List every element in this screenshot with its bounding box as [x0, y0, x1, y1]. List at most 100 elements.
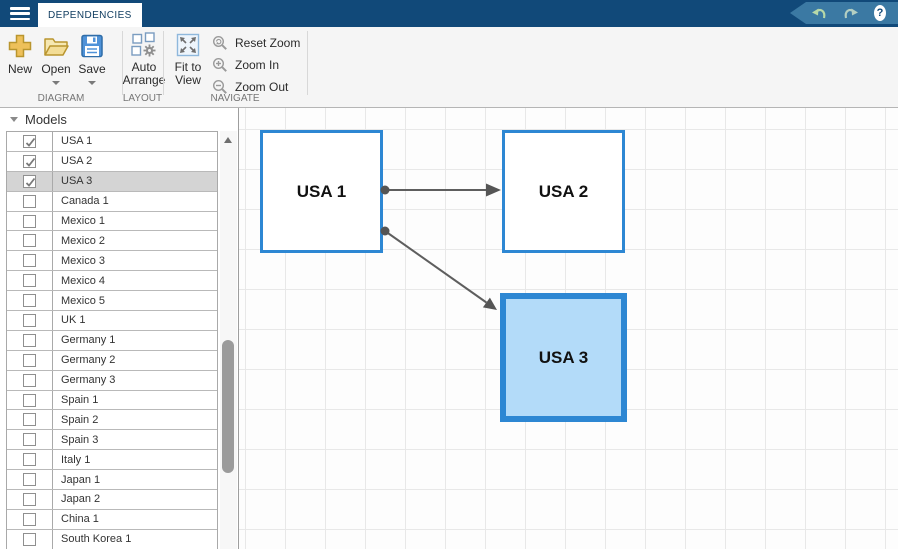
fit-to-view-icon: [176, 33, 200, 57]
model-checkbox[interactable]: [23, 194, 36, 208]
model-checkbox-cell[interactable]: [7, 191, 53, 211]
model-list-item[interactable]: Japan 1: [7, 470, 217, 491]
quick-access-toolbar: ?: [790, 2, 898, 24]
model-checkbox[interactable]: [23, 512, 36, 526]
model-checkbox-cell[interactable]: [7, 509, 53, 529]
model-checkbox[interactable]: [23, 134, 36, 148]
model-list-item[interactable]: Germany 1: [7, 330, 217, 351]
node-usa1[interactable]: USA 1: [260, 130, 383, 253]
collapse-triangle-icon[interactable]: [10, 117, 18, 122]
model-checkbox[interactable]: [23, 393, 36, 407]
model-checkbox[interactable]: [23, 353, 36, 367]
node-usa3[interactable]: USA 3: [500, 293, 627, 422]
model-list-item[interactable]: UK 1: [7, 311, 217, 331]
model-checkbox[interactable]: [23, 492, 36, 506]
open-dropdown-caret-icon[interactable]: [52, 81, 60, 85]
fit-to-view-label: Fit to View: [174, 60, 202, 87]
node-usa2[interactable]: USA 2: [502, 130, 625, 253]
model-checkbox-cell[interactable]: [7, 211, 53, 231]
model-list-item[interactable]: Mexico 1: [7, 211, 217, 232]
model-checkbox-cell[interactable]: [7, 151, 53, 171]
model-checkbox-cell[interactable]: [7, 370, 53, 390]
model-checkbox[interactable]: [23, 274, 36, 288]
model-checkbox-cell[interactable]: [7, 231, 53, 251]
model-checkbox-cell[interactable]: [7, 490, 53, 509]
model-checkbox[interactable]: [23, 413, 36, 427]
tab-dependencies[interactable]: DEPENDENCIES: [38, 3, 142, 27]
undo-icon[interactable]: [810, 5, 828, 21]
model-list-item[interactable]: China 1: [7, 509, 217, 530]
model-checkbox[interactable]: [23, 433, 36, 447]
model-checkbox-cell[interactable]: [7, 529, 53, 549]
redo-icon[interactable]: [842, 5, 860, 21]
model-list-item[interactable]: Spain 3: [7, 430, 217, 451]
model-checkbox[interactable]: [23, 313, 36, 327]
open-button-label: Open: [41, 62, 71, 76]
save-button-label: Save: [78, 62, 106, 76]
model-list-item[interactable]: Mexico 5: [7, 291, 217, 312]
model-list-item[interactable]: USA 2: [7, 151, 217, 172]
hamburger-menu-icon[interactable]: [10, 7, 32, 21]
model-list-item[interactable]: Germany 3: [7, 370, 217, 391]
model-checkbox[interactable]: [23, 174, 36, 188]
new-button[interactable]: New: [2, 32, 38, 76]
model-checkbox-cell[interactable]: [7, 390, 53, 410]
model-checkbox-cell[interactable]: [7, 311, 53, 330]
help-button[interactable]: ?: [874, 5, 886, 21]
models-panel-title: Models: [25, 112, 67, 127]
model-checkbox[interactable]: [23, 333, 36, 347]
model-list-item[interactable]: Canada 1: [7, 191, 217, 212]
model-list-item[interactable]: Mexico 4: [7, 271, 217, 292]
diagram-canvas[interactable]: USA 1 USA 2 USA 3: [239, 108, 898, 549]
model-checkbox-cell[interactable]: [7, 430, 53, 450]
model-name: USA 1: [61, 135, 93, 148]
scrollbar-thumb[interactable]: [222, 340, 234, 473]
edge-usa1-usa3[interactable]: [380, 226, 498, 311]
open-button[interactable]: Open: [38, 32, 74, 85]
fit-to-view-button[interactable]: Fit to View: [166, 32, 210, 87]
model-name: UK 1: [61, 314, 86, 327]
model-list-item[interactable]: Italy 1: [7, 450, 217, 471]
model-checkbox[interactable]: [23, 254, 36, 268]
model-list-item[interactable]: Germany 2: [7, 350, 217, 371]
scrollbar-up-arrow-icon[interactable]: [224, 137, 232, 143]
model-checkbox[interactable]: [23, 473, 36, 487]
model-checkbox[interactable]: [23, 532, 36, 546]
model-list-item[interactable]: Mexico 3: [7, 251, 217, 272]
model-checkbox-cell[interactable]: [7, 271, 53, 291]
model-list-item[interactable]: Mexico 2: [7, 231, 217, 252]
model-checkbox-cell[interactable]: [7, 470, 53, 490]
model-checkbox-cell[interactable]: [7, 132, 53, 151]
model-checkbox[interactable]: [23, 154, 36, 168]
model-name: USA 2: [61, 155, 93, 168]
zoom-in-button[interactable]: Zoom In: [212, 55, 279, 75]
save-button[interactable]: Save: [74, 32, 110, 85]
model-checkbox-cell[interactable]: [7, 410, 53, 430]
model-checkbox-cell[interactable]: [7, 450, 53, 470]
model-checkbox-cell[interactable]: [7, 330, 53, 350]
model-checkbox[interactable]: [23, 234, 36, 248]
model-checkbox[interactable]: [23, 373, 36, 387]
model-list-item[interactable]: South Korea 1: [7, 529, 217, 549]
models-panel-header[interactable]: Models: [0, 108, 238, 131]
model-list-item[interactable]: USA 3: [7, 171, 217, 192]
zoom-out-button[interactable]: Zoom Out: [212, 77, 288, 97]
model-checkbox-cell[interactable]: [7, 251, 53, 271]
reset-zoom-button[interactable]: Reset Zoom: [212, 33, 300, 53]
model-list-item[interactable]: Spain 1: [7, 390, 217, 411]
auto-arrange-button[interactable]: Auto Arrange: [123, 32, 165, 87]
model-checkbox[interactable]: [23, 453, 36, 467]
model-checkbox-cell[interactable]: [7, 171, 53, 191]
section-separator: [122, 31, 123, 95]
model-list-item[interactable]: Japan 2: [7, 490, 217, 510]
model-checkbox-cell[interactable]: [7, 291, 53, 311]
model-list-item[interactable]: Spain 2: [7, 410, 217, 431]
model-list-scrollbar[interactable]: [220, 131, 237, 549]
model-checkbox[interactable]: [23, 214, 36, 228]
model-list-item[interactable]: USA 1: [7, 132, 217, 152]
edge-usa1-usa2[interactable]: [380, 183, 502, 197]
save-dropdown-caret-icon[interactable]: [88, 81, 96, 85]
model-checkbox-cell[interactable]: [7, 350, 53, 370]
model-checkbox[interactable]: [23, 294, 36, 308]
